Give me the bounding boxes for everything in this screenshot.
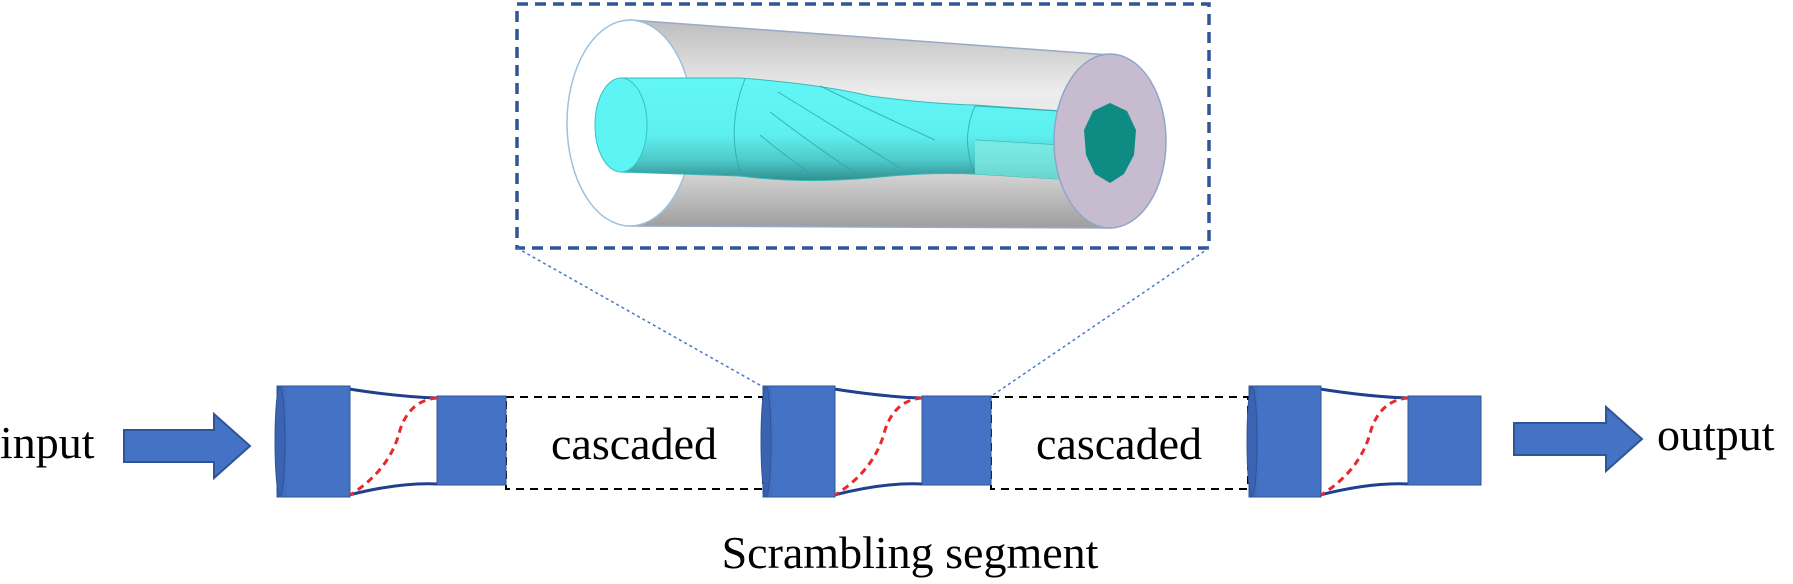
taper-bottom bbox=[348, 482, 439, 497]
small-core-block bbox=[1407, 395, 1482, 486]
inset-frame bbox=[515, 2, 1211, 250]
large-core-block bbox=[1248, 385, 1322, 498]
twist-dash-line bbox=[1320, 396, 1409, 497]
core-facet-highlight bbox=[975, 140, 1075, 180]
scrambler-unit-3 bbox=[1246, 385, 1482, 498]
core-left-end bbox=[594, 77, 648, 173]
zoom-connector-left bbox=[516, 247, 766, 389]
diagram-caption: Scrambling segment bbox=[722, 527, 1099, 578]
right-arrow-icon bbox=[123, 411, 252, 481]
core-end-face bbox=[1084, 103, 1136, 183]
large-core-block bbox=[276, 385, 351, 498]
block-end-curve bbox=[1246, 385, 1258, 497]
core-twist-lines bbox=[733, 78, 1076, 181]
input-label: input bbox=[0, 417, 95, 468]
cascade-label-1: cascaded bbox=[551, 418, 717, 469]
large-core-block bbox=[762, 385, 836, 498]
block-end-curve bbox=[274, 385, 286, 497]
block-end-curve bbox=[760, 385, 772, 497]
taper-bottom bbox=[833, 482, 924, 497]
scrambler-unit-2 bbox=[760, 385, 992, 498]
zoom-connector-right bbox=[989, 247, 1210, 398]
small-core-block bbox=[436, 395, 507, 486]
right-arrow-icon bbox=[1513, 404, 1644, 474]
zoom-inset bbox=[515, 2, 1211, 250]
twist-dash-line bbox=[349, 396, 438, 497]
taper-bottom bbox=[1319, 482, 1410, 497]
small-core-block bbox=[921, 395, 992, 486]
scrambler-unit-1 bbox=[274, 385, 507, 498]
twist-dash-line bbox=[834, 396, 923, 497]
cascade-label-2: cascaded bbox=[1036, 418, 1202, 469]
output-label: output bbox=[1657, 409, 1775, 460]
